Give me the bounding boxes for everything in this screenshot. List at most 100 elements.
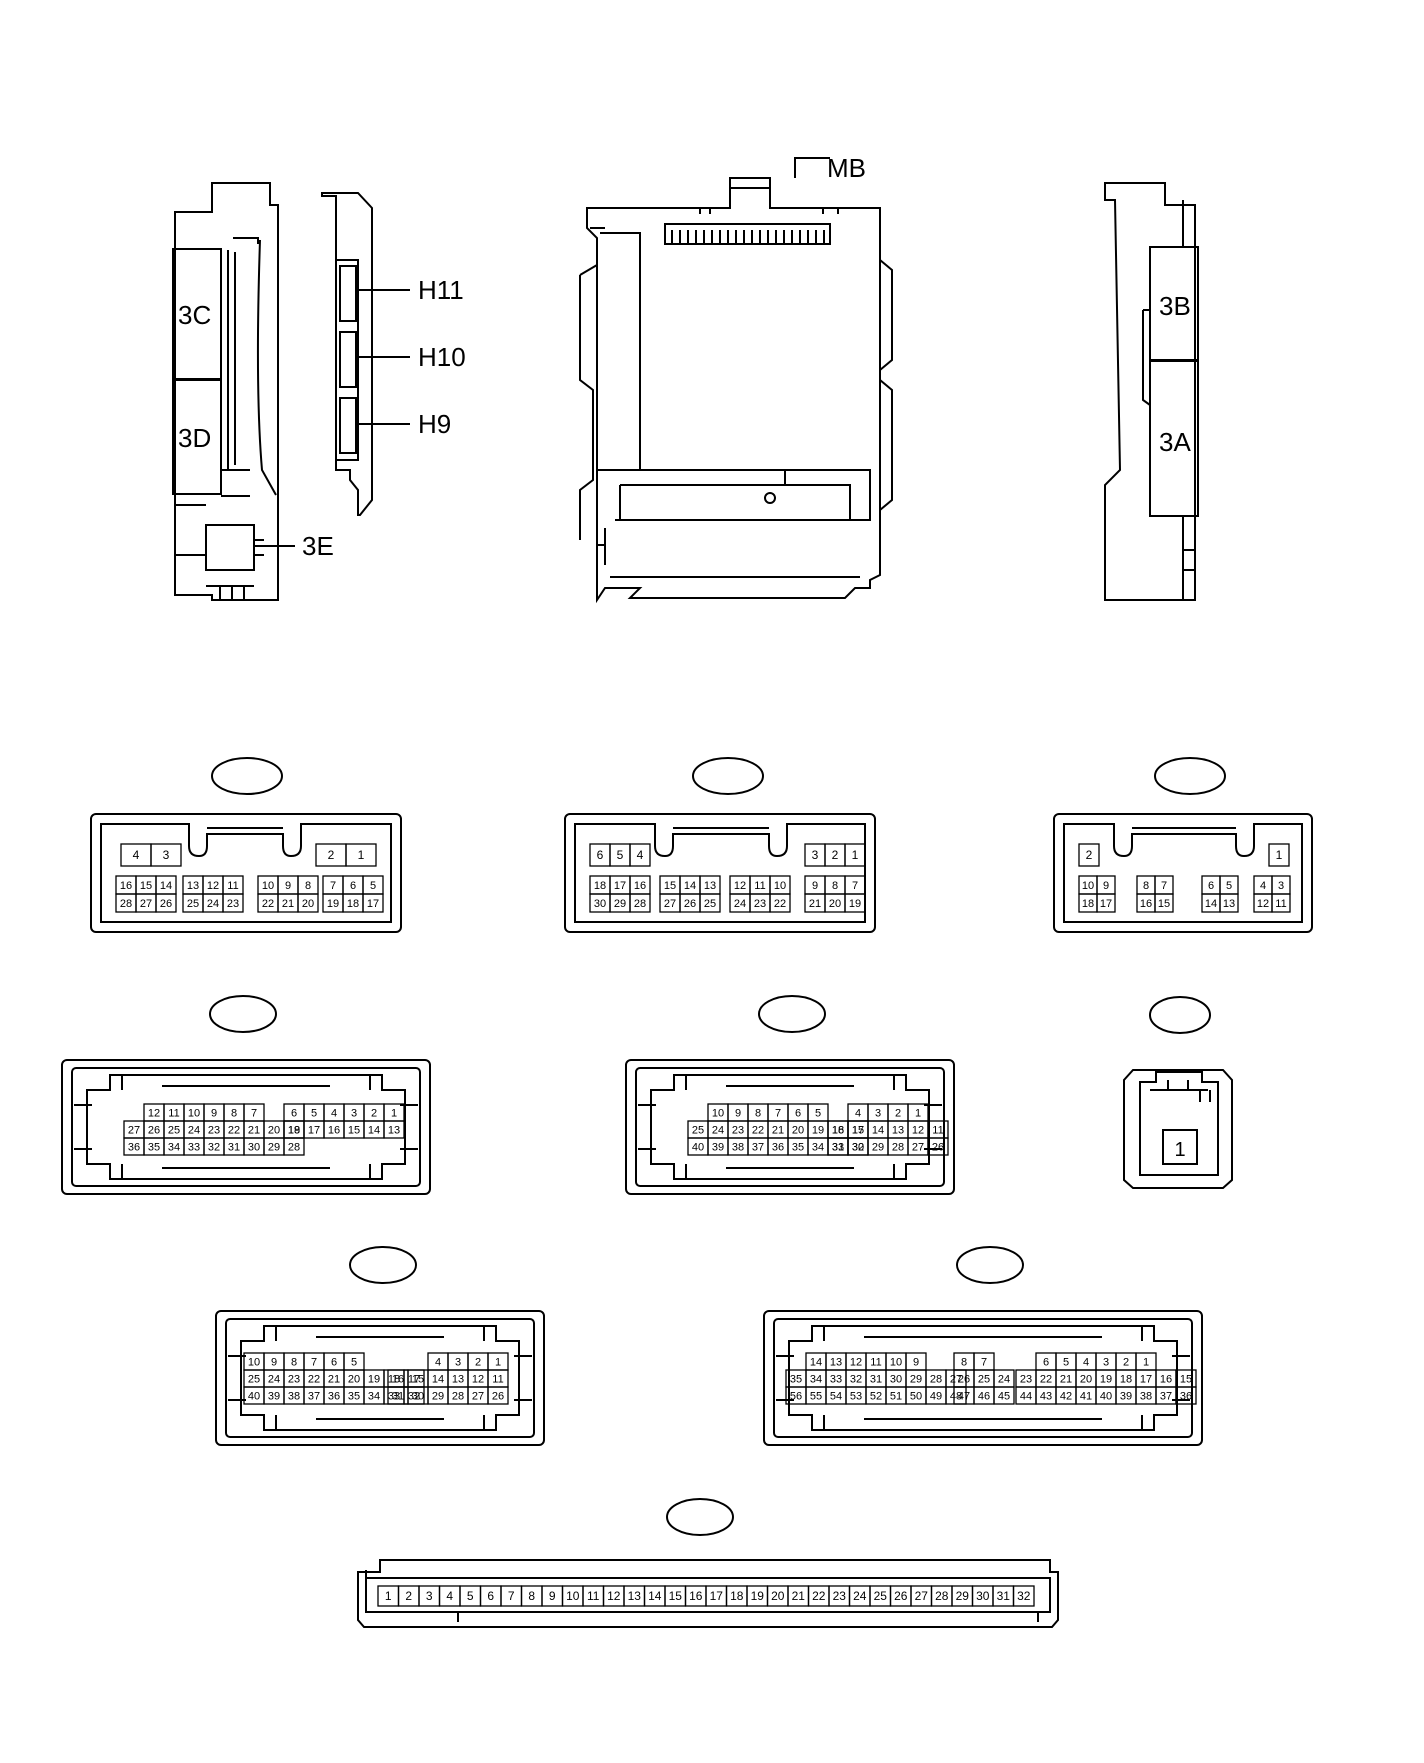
pin-label: 14 bbox=[810, 1357, 822, 1369]
pin-cell bbox=[699, 893, 721, 913]
pin-label: 16 bbox=[328, 1125, 340, 1137]
pin-label: 23 bbox=[288, 1374, 300, 1386]
pin-label: 1 bbox=[385, 1589, 392, 1603]
pin-cell bbox=[1154, 893, 1174, 913]
h11-callout: H11 bbox=[418, 275, 464, 305]
3c-callout: 3C bbox=[178, 300, 211, 330]
pin-label: 31 bbox=[870, 1374, 882, 1386]
pin-label: 9 bbox=[549, 1589, 556, 1603]
pin-label: 7 bbox=[311, 1357, 317, 1369]
pin-label: 24 bbox=[188, 1125, 200, 1137]
pin-label: 26 bbox=[492, 1391, 504, 1403]
pin-label: 12 bbox=[472, 1374, 484, 1386]
pin-cell bbox=[1175, 1386, 1197, 1405]
pin-label: 2 bbox=[1123, 1357, 1129, 1369]
pin-label: 11 bbox=[870, 1357, 881, 1369]
pin-label: 19 bbox=[751, 1589, 765, 1603]
pin-label: 7 bbox=[508, 1589, 515, 1603]
pin-label: 37 bbox=[752, 1142, 764, 1154]
pin-label: 33 bbox=[388, 1391, 400, 1403]
pin-label: 21 bbox=[328, 1374, 340, 1386]
pin-label: 13 bbox=[187, 880, 199, 892]
pin-label: 3 bbox=[812, 848, 819, 862]
pin-label: 6 bbox=[291, 1108, 297, 1120]
pin-label: 29 bbox=[956, 1589, 970, 1603]
pin-label: 21 bbox=[772, 1125, 784, 1137]
pin-cell bbox=[1271, 893, 1291, 913]
pin-label: 20 bbox=[348, 1374, 360, 1386]
pin-label: 18 bbox=[347, 898, 359, 910]
pin-cell bbox=[993, 1386, 1015, 1405]
pin-label: 27 bbox=[915, 1589, 929, 1603]
pin-label: 25 bbox=[692, 1125, 704, 1137]
3b-callout: 3B bbox=[1159, 291, 1191, 321]
pin-label: 31 bbox=[997, 1589, 1011, 1603]
pin-label: 11 bbox=[227, 880, 238, 892]
pin-label: 4 bbox=[331, 1108, 337, 1120]
pin-label: 30 bbox=[976, 1589, 990, 1603]
pin-label: 35 bbox=[790, 1374, 802, 1386]
pin-label: 7 bbox=[251, 1108, 257, 1120]
connector-h10-oval bbox=[692, 757, 764, 795]
pin-label: 19 bbox=[849, 898, 861, 910]
pin-label: 4 bbox=[1260, 880, 1266, 892]
pin-label: 22 bbox=[228, 1125, 240, 1137]
pin-label: 13 bbox=[628, 1589, 642, 1603]
pin-label: 28 bbox=[288, 1142, 300, 1154]
pin-label: 8 bbox=[291, 1357, 297, 1369]
pin-label: 37 bbox=[1160, 1391, 1172, 1403]
pin-label: 34 bbox=[810, 1374, 822, 1386]
pin-label: 18 bbox=[730, 1589, 744, 1603]
pin-label: 4 bbox=[1083, 1357, 1089, 1369]
pin-label: 12 bbox=[148, 1108, 160, 1120]
pin-label: 2 bbox=[371, 1108, 377, 1120]
pin-label: 13 bbox=[704, 880, 716, 892]
pin-label: 15 bbox=[140, 880, 152, 892]
pin-cell bbox=[487, 1386, 509, 1405]
pin-label: 25 bbox=[168, 1125, 180, 1137]
pin-label: 5 bbox=[370, 880, 376, 892]
pin-label: 4 bbox=[133, 848, 140, 862]
pin-label: 9 bbox=[1103, 880, 1109, 892]
pin-cell bbox=[362, 893, 384, 913]
pin-label: 21 bbox=[809, 898, 821, 910]
pin-label: 9 bbox=[812, 880, 818, 892]
pin-cell bbox=[1012, 1585, 1035, 1607]
pin-label: 18 bbox=[832, 1125, 844, 1137]
pin-label: 20 bbox=[1080, 1374, 1092, 1386]
pin-label: 3 bbox=[351, 1108, 357, 1120]
pin-label: 41 bbox=[1080, 1391, 1092, 1403]
pin-label: 9 bbox=[913, 1357, 919, 1369]
pin-label: 34 bbox=[368, 1391, 380, 1403]
pin-label: 30 bbox=[594, 898, 606, 910]
connector-mb-oval bbox=[666, 1498, 734, 1536]
pin-label: 15 bbox=[669, 1589, 683, 1603]
pin-label: 36 bbox=[1180, 1391, 1192, 1403]
pin-label: 46 bbox=[978, 1391, 990, 1403]
pin-label: 20 bbox=[792, 1125, 804, 1137]
connector-h11-oval bbox=[1154, 757, 1226, 795]
pin-label: 28 bbox=[120, 898, 132, 910]
pin-label: 24 bbox=[712, 1125, 724, 1137]
pin-label: 23 bbox=[833, 1589, 847, 1603]
pin-label: 36 bbox=[772, 1142, 784, 1154]
pin-label: 16 bbox=[832, 1125, 844, 1137]
pin-label: 8 bbox=[528, 1589, 535, 1603]
pin-label: 28 bbox=[935, 1589, 949, 1603]
pin-label: 29 bbox=[268, 1142, 280, 1154]
pin-label: 5 bbox=[351, 1357, 357, 1369]
pin-label: 6 bbox=[1043, 1357, 1049, 1369]
pin-label: 10 bbox=[712, 1108, 724, 1120]
3a-callout: 3A bbox=[1159, 427, 1191, 457]
pin-label: 30 bbox=[890, 1374, 902, 1386]
pin-label: 42 bbox=[1060, 1391, 1072, 1403]
pin-cell bbox=[297, 893, 319, 913]
pin-label: 7 bbox=[775, 1108, 781, 1120]
pin-label: 19 bbox=[1100, 1374, 1112, 1386]
pin-cell bbox=[844, 893, 866, 913]
pin-label: 28 bbox=[930, 1374, 942, 1386]
pin-label: 24 bbox=[998, 1374, 1010, 1386]
